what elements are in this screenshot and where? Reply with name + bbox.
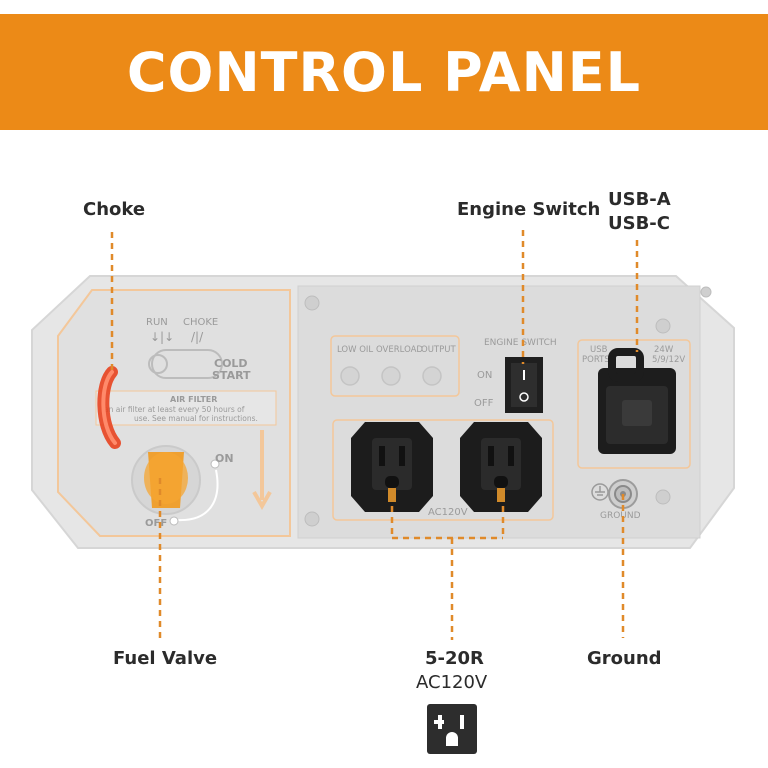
indicator-panel xyxy=(330,335,460,397)
choke-slot xyxy=(151,349,223,379)
fuel-on-label: ON xyxy=(215,452,234,465)
ground-symbol-icon xyxy=(591,483,609,501)
ac-outlet-left[interactable] xyxy=(351,422,433,512)
air-filter-notice xyxy=(95,390,277,426)
fuel-valve-arc xyxy=(175,469,219,522)
fuel-off-dot xyxy=(169,516,179,526)
usb-cover-tab xyxy=(622,400,652,426)
ac-voltage-label: AC120V xyxy=(428,507,468,518)
fuel-valve-knob xyxy=(144,452,188,504)
usb-a-callout: USB-A xyxy=(608,189,671,210)
usb-ports-label-2: PORTS xyxy=(582,355,610,365)
fuel-valve-callout: Fuel Valve xyxy=(113,648,218,669)
indicator-lights xyxy=(340,366,442,386)
outlet-5-20r-icon xyxy=(427,704,477,754)
engine-switch-callout: Engine Switch xyxy=(457,199,601,220)
choke-handle-highlight xyxy=(101,370,117,445)
cold-start-label-1: COLD xyxy=(214,357,248,370)
guide-arrow-head-icon xyxy=(252,491,272,511)
switch-off-mark-icon xyxy=(519,392,529,402)
usb-ports-label-1: USB xyxy=(590,345,608,355)
switch-off-label: OFF xyxy=(474,398,494,409)
ground-panel-label: GROUND xyxy=(600,511,641,521)
fuel-off-label: OFF xyxy=(145,518,167,529)
ac-outlet-right[interactable] xyxy=(460,422,542,512)
usb-power-label-1: 24W xyxy=(654,345,674,355)
choke-callout: Choke xyxy=(83,199,146,220)
fuel-on-dot xyxy=(210,459,220,469)
overload-label: OVERLOAD xyxy=(376,345,423,355)
engine-switch-panel-label: ENGINE SWITCH xyxy=(484,338,557,348)
ground-callout: Ground xyxy=(587,648,662,669)
screw-icons xyxy=(304,286,712,527)
low-oil-label: LOW OIL xyxy=(337,345,373,355)
air-filter-line2: use. See manual for instructions. xyxy=(134,414,258,423)
callout-lines xyxy=(110,230,639,640)
cold-start-label-2: START xyxy=(212,369,251,382)
choke-knob xyxy=(148,354,168,374)
air-filter-title: AIR FILTER xyxy=(170,395,217,404)
choke-symbol-icon: /|/ xyxy=(191,330,204,344)
run-arrows-icon: ↓|↓ xyxy=(150,330,174,344)
usb-power-label-2: 5/9/12V xyxy=(652,355,685,365)
usb-c-callout: USB-C xyxy=(608,213,670,234)
run-label: RUN xyxy=(146,317,168,328)
ac-outlet-panel xyxy=(332,419,554,521)
outlet-callout: 5-20R xyxy=(425,648,484,669)
air-filter-line1: an air filter at least every 50 hours of xyxy=(104,405,245,414)
usb-panel xyxy=(577,339,691,469)
usb-cover-loop xyxy=(608,348,644,382)
switch-on-label: ON xyxy=(477,370,492,381)
choke-label: CHOKE xyxy=(183,317,218,328)
output-label: OUTPUT xyxy=(421,345,456,355)
page-title: CONTROL PANEL xyxy=(126,40,642,104)
header-banner: CONTROL PANEL xyxy=(0,14,768,130)
outlet-voltage-callout: AC120V xyxy=(416,672,488,693)
